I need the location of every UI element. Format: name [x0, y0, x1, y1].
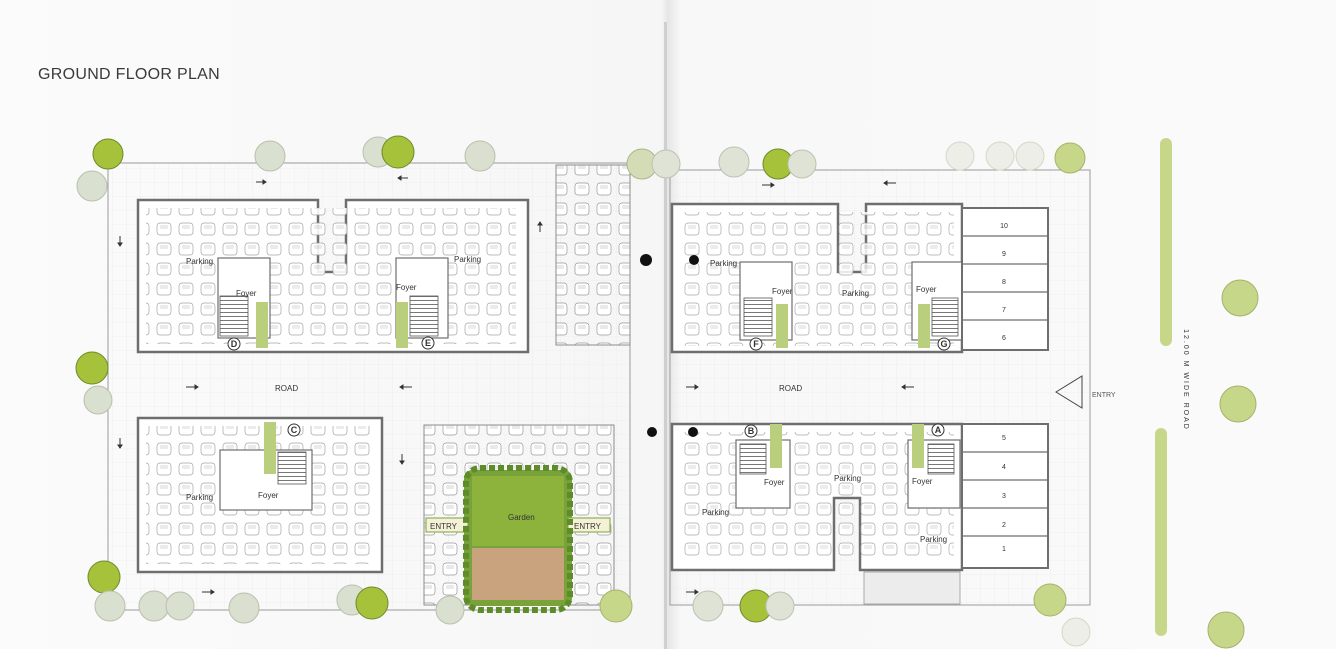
- entry-label-site: ENTRY: [1092, 392, 1116, 399]
- garden-hedge-ring: [463, 465, 573, 613]
- shop-number-4: 4: [1002, 464, 1006, 471]
- core-marker-a: A: [935, 425, 942, 435]
- column-dots: [640, 254, 699, 437]
- parking-label-f: Parking: [710, 259, 737, 268]
- shop-number-7: 7: [1002, 307, 1006, 314]
- foyer-label-g: Foyer: [916, 285, 937, 294]
- hedge-top: [1160, 138, 1172, 346]
- entry-label-right: ENTRY: [574, 522, 602, 531]
- parking-label-ab: Parking: [834, 474, 861, 483]
- foyer-label-d: Foyer: [236, 289, 257, 298]
- parking-label-d: Parking: [186, 257, 213, 266]
- core-marker-b: B: [748, 426, 755, 436]
- book-gutter: [664, 22, 667, 649]
- parking-label-b: Parking: [702, 508, 729, 517]
- entry-label-left: ENTRY: [430, 522, 458, 531]
- lobby-strip: [863, 571, 961, 605]
- hedge-bottom: [1155, 428, 1167, 636]
- trees: [75, 135, 1259, 649]
- parking-strip-top: [555, 164, 631, 346]
- foyer-label-f: Foyer: [772, 287, 793, 296]
- parking-label-e: Parking: [454, 255, 481, 264]
- page-title: GROUND FLOOR PLAN: [38, 66, 221, 83]
- core-marker-d: D: [231, 339, 238, 349]
- road-label-left: ROAD: [275, 384, 298, 393]
- entry-chevron: [1055, 375, 1083, 409]
- shop-number-9: 9: [1002, 251, 1006, 258]
- block-a-b: [670, 422, 1049, 572]
- shop-number-10: 10: [1000, 223, 1008, 230]
- foyer-label-a: Foyer: [912, 477, 933, 486]
- shop-number-8: 8: [1002, 279, 1006, 286]
- core-marker-f: F: [753, 339, 759, 349]
- shop-number-5: 5: [1002, 435, 1006, 442]
- core-marker-c: C: [291, 425, 298, 435]
- shop-number-3: 3: [1002, 493, 1006, 500]
- garden-label: Garden: [508, 513, 535, 522]
- foyer-label-b: Foyer: [764, 478, 785, 487]
- core-marker-e: E: [425, 338, 431, 348]
- block-d-e: [136, 198, 530, 354]
- road-label-right: ROAD: [779, 384, 802, 393]
- block-f-g: [670, 202, 1049, 354]
- garden: [425, 470, 611, 606]
- shop-number-6: 6: [1002, 335, 1006, 342]
- traffic-arrows: [117, 175, 914, 595]
- foyer-label-c: Foyer: [258, 491, 279, 500]
- shop-number-1: 1: [1002, 546, 1006, 553]
- foyer-label-e: Foyer: [396, 283, 417, 292]
- parking-label-c: Parking: [186, 493, 213, 502]
- block-c: [136, 416, 384, 574]
- road-side-label: 12.00 M WIDE ROAD: [1182, 329, 1189, 431]
- parking-label-fg: Parking: [842, 289, 869, 298]
- shop-number-2: 2: [1002, 522, 1006, 529]
- core-marker-g: G: [940, 339, 947, 349]
- parking-label-a: Parking: [920, 535, 947, 544]
